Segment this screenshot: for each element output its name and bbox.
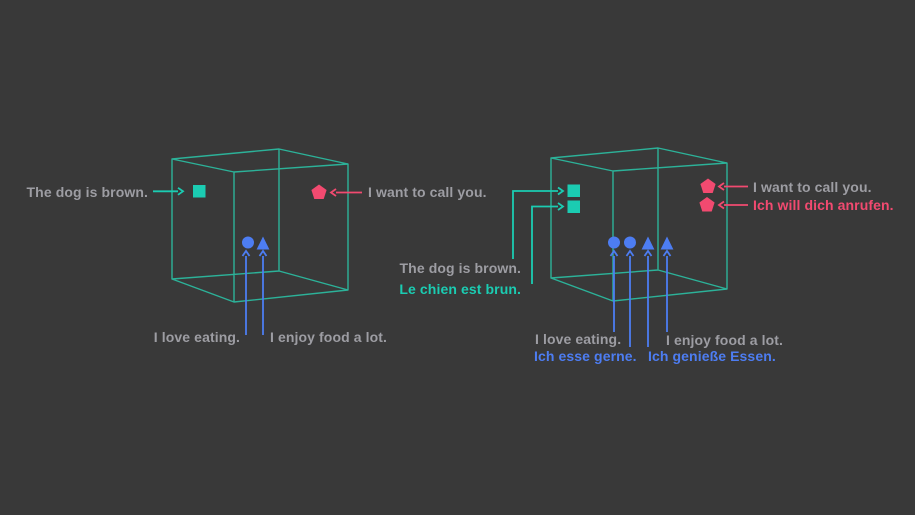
label-call-en-left: I want to call you.	[368, 184, 487, 200]
pentagon-marker-de-icon	[699, 197, 715, 212]
pentagon-marker-icon	[311, 184, 327, 199]
square-marker-en-icon	[567, 184, 580, 197]
cube-wireframe	[550, 147, 728, 302]
circle-marker-de-icon	[624, 236, 636, 249]
label-enjoy-en-right: I enjoy food a lot.	[666, 332, 784, 348]
triangle-marker-en-icon	[660, 236, 674, 250]
circle-marker-icon	[242, 236, 254, 249]
connector-dog-fr-icon	[531, 202, 565, 284]
label-dog-en-right: The dog is brown.	[399, 260, 521, 276]
label-dog-en-left: The dog is brown.	[26, 184, 148, 200]
triangle-marker-de-icon	[641, 236, 655, 250]
label-dog-fr-right: Le chien est brun.	[399, 281, 521, 297]
label-call-en-right: I want to call you.	[753, 179, 872, 195]
square-marker-icon	[193, 185, 206, 198]
circle-marker-en-icon	[608, 236, 620, 249]
multilingual-cube	[512, 147, 748, 347]
connector-dog-en-icon	[512, 186, 565, 259]
cube-wireframe	[171, 148, 349, 303]
label-eat-en-left: I love eating.	[153, 329, 240, 345]
triangle-marker-icon	[256, 236, 270, 250]
label-eat-en-right: I love eating.	[535, 331, 622, 347]
square-marker-fr-icon	[567, 200, 580, 213]
label-eat-de-right: Ich esse gerne.	[534, 348, 637, 364]
label-call-de-right: Ich will dich anrufen.	[753, 197, 894, 213]
label-enjoy-en-left: I enjoy food a lot.	[270, 329, 388, 345]
label-enjoy-de-right: Ich genieße Essen.	[648, 348, 776, 364]
pentagon-marker-en-icon	[700, 178, 716, 193]
monolingual-cube	[153, 148, 362, 335]
